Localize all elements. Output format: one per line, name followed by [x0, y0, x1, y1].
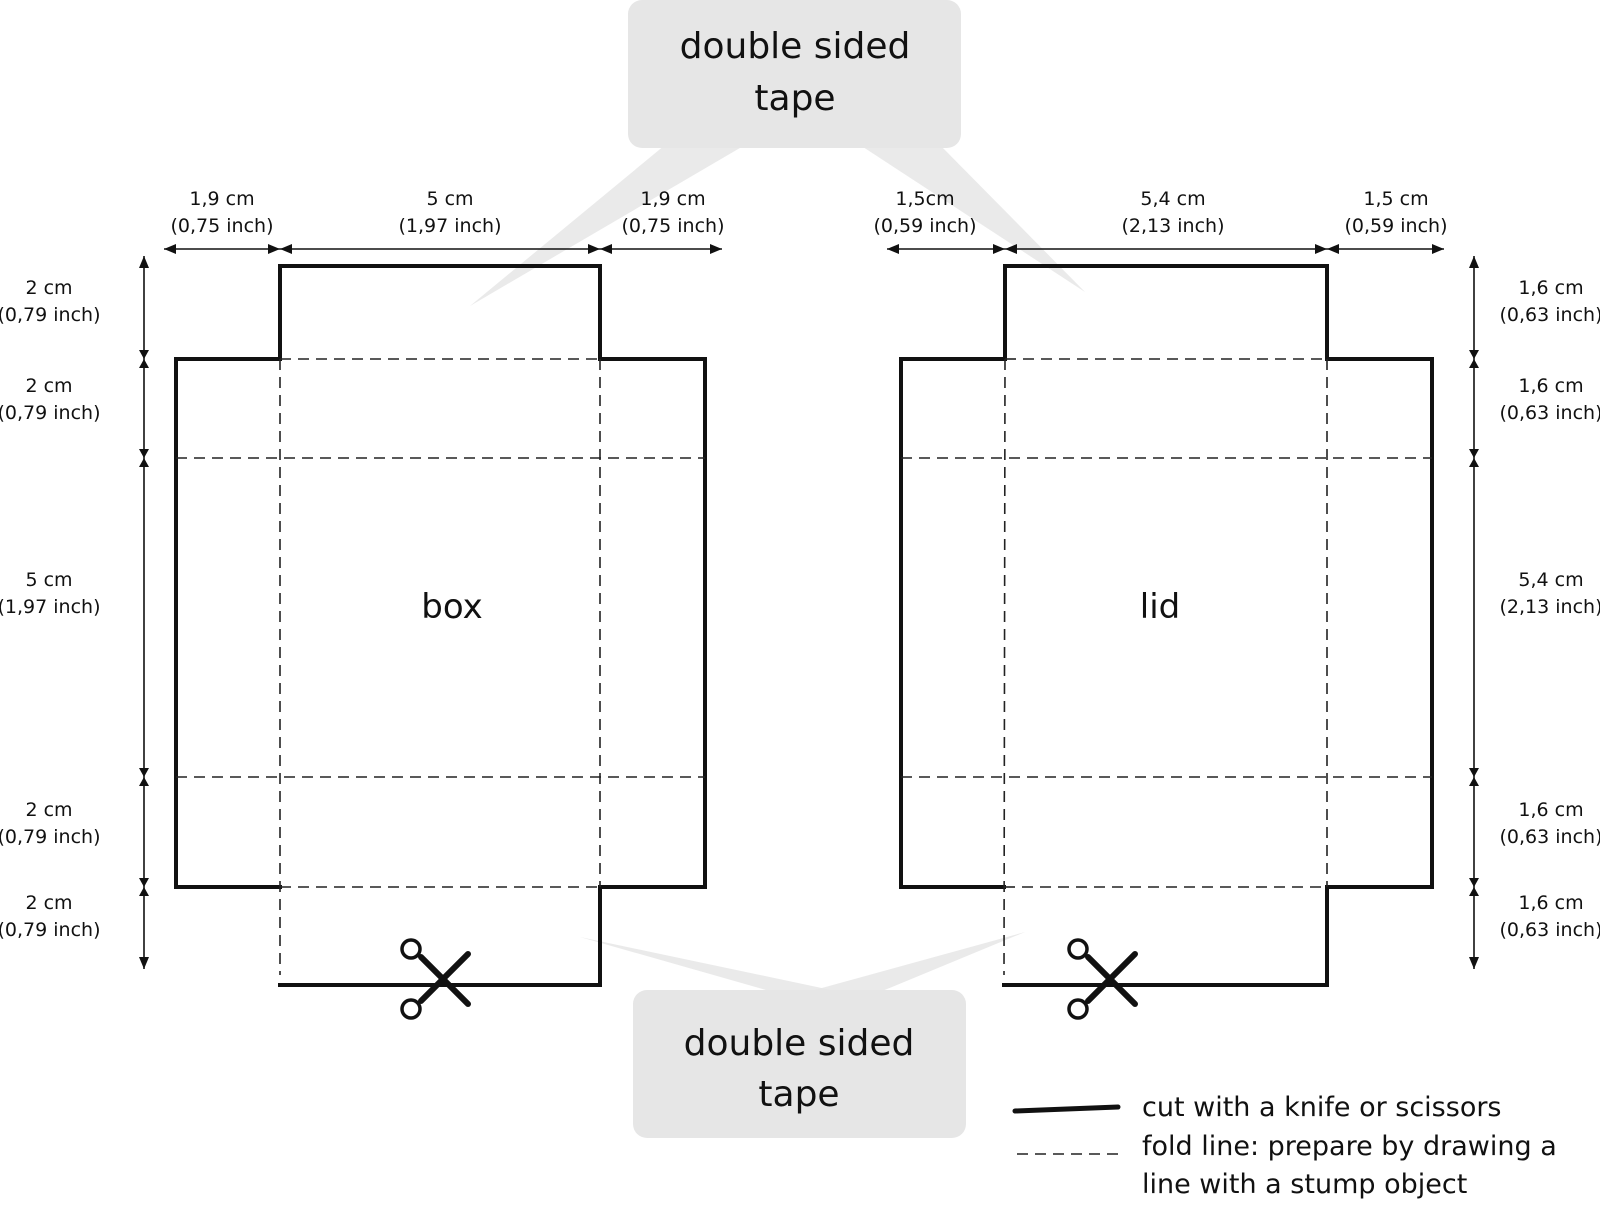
legend-fold-line2: line with a stump object [1142, 1169, 1467, 1200]
dim-arrowhead [1469, 957, 1479, 969]
box-cut-outline [174, 264, 707, 987]
callout-top: double sided tape [470, 0, 1085, 306]
dim-label-inch: (1,97 inch) [399, 215, 502, 237]
dim-label-cm: 2 cm [25, 892, 72, 914]
lid-cut-outline [899, 264, 1434, 987]
dim-arrow [887, 244, 1005, 254]
callout-bottom-pointer-right [800, 932, 1025, 994]
box-side-dimensions: 2 cm (0,79 inch) 2 cm (0,79 inch) 5 cm (… [0, 256, 149, 969]
dim-label-inch: (0,79 inch) [0, 402, 100, 424]
dim-label-cm: 1,9 cm [189, 188, 254, 210]
dim-label-inch: (0,75 inch) [171, 215, 274, 237]
dim-label-inch: (0,63 inch) [1500, 402, 1600, 424]
callout-top-pointer-right [860, 145, 1085, 292]
dim-label-inch: (0,63 inch) [1500, 919, 1600, 941]
dim-tick [1469, 878, 1479, 896]
legend-cut-sample [1012, 1104, 1121, 1114]
dim-label-inch: (0,59 inch) [874, 215, 977, 237]
dim-label-cm: 2 cm [25, 277, 72, 299]
lid-side-dimensions: 1,6 cm (0,63 inch) 1,6 cm (0,63 inch) 5,… [1469, 256, 1600, 969]
scissors-icon [1067, 938, 1138, 1020]
dim-label-inch: (0,63 inch) [1500, 826, 1600, 848]
legend-cut-text: cut with a knife or scissors [1142, 1092, 1502, 1123]
dim-label-cm: 1,6 cm [1518, 375, 1583, 397]
dim-tick [139, 768, 149, 786]
callout-bottom-line1: double sided [684, 1023, 915, 1064]
lid-fold-v1 [1003, 358, 1006, 976]
legend: cut with a knife or scissors fold line: … [1012, 1092, 1557, 1200]
callout-top-line2: tape [754, 78, 835, 119]
dim-label-cm: 1,6 cm [1518, 799, 1583, 821]
legend-fold-line1: fold line: prepare by drawing a [1142, 1131, 1557, 1162]
dim-arrowhead [1469, 256, 1479, 268]
callout-top-box [628, 0, 961, 148]
dim-tick [1469, 449, 1479, 467]
lid-label: lid [1140, 587, 1180, 627]
dim-label-cm: 2 cm [25, 375, 72, 397]
dim-label-cm: 1,5 cm [1363, 188, 1428, 210]
dim-label-cm: 5,4 cm [1518, 569, 1583, 591]
callout-top-line1: double sided [680, 26, 911, 67]
dim-label-inch: (0,63 inch) [1500, 304, 1600, 326]
dim-arrow [164, 244, 280, 254]
dim-arrow [1005, 244, 1327, 254]
dim-label-cm: 1,6 cm [1518, 277, 1583, 299]
dim-label-cm: 1,9 cm [640, 188, 705, 210]
dim-label-cm: 1,6 cm [1518, 892, 1583, 914]
dim-label-inch: (0,79 inch) [0, 826, 100, 848]
callout-bottom-line2: tape [758, 1074, 839, 1115]
dim-arrowhead [139, 957, 149, 969]
dim-label-inch: (0,59 inch) [1345, 215, 1448, 237]
callout-bottom: double sided tape [580, 932, 1025, 1138]
dim-tick [139, 350, 149, 368]
dim-label-cm: 5,4 cm [1140, 188, 1205, 210]
dim-label-cm: 1,5cm [895, 188, 954, 210]
dim-label-inch: (0,79 inch) [0, 304, 100, 326]
dim-label-inch: (1,97 inch) [0, 596, 100, 618]
dim-label-cm: 5 cm [25, 569, 72, 591]
dim-label-cm: 5 cm [426, 188, 473, 210]
box-top-dimensions: 1,9 cm (0,75 inch) 5 cm (1,97 inch) 1,9 … [164, 188, 724, 254]
dim-tick [1469, 350, 1479, 368]
dim-label-cm: 2 cm [25, 799, 72, 821]
dim-label-inch: (2,13 inch) [1122, 215, 1225, 237]
box-label: box [421, 587, 482, 627]
scissors-icon [400, 938, 471, 1020]
callout-bottom-box [633, 990, 966, 1138]
dim-tick [139, 878, 149, 896]
dim-label-inch: (0,79 inch) [0, 919, 100, 941]
lid-net: lid [899, 264, 1434, 987]
dim-label-inch: (0,75 inch) [622, 215, 725, 237]
dim-tick [139, 449, 149, 467]
dim-tick [1469, 768, 1479, 786]
dim-arrow [280, 244, 600, 254]
callout-bottom-pointer-left [580, 937, 850, 994]
dim-arrow [1327, 244, 1444, 254]
dim-arrowhead [139, 256, 149, 268]
dim-arrow [600, 244, 722, 254]
box-net: box [174, 264, 707, 987]
lid-top-dimensions: 1,5cm (0,59 inch) 5,4 cm (2,13 inch) 1,5… [874, 188, 1448, 254]
dim-label-inch: (2,13 inch) [1500, 596, 1600, 618]
